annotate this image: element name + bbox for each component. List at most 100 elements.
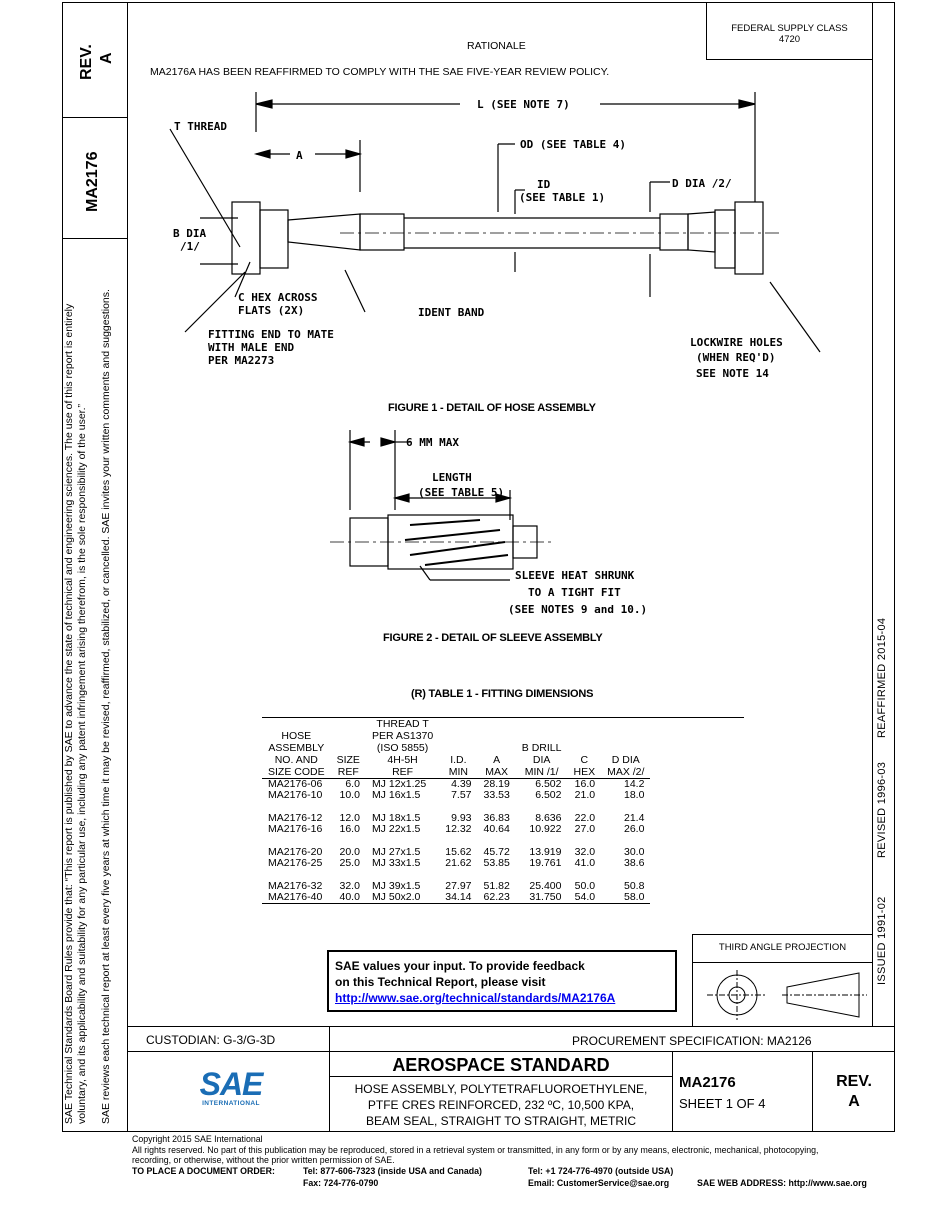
t-thread-label: T THREAD <box>174 120 227 133</box>
c-hex-label: C HEX ACROSS <box>238 291 318 304</box>
table-cell: 21.4 <box>624 812 645 824</box>
fitting-end-label-1: FITTING END TO MATE <box>208 328 334 341</box>
procurement-spec: PROCUREMENT SPECIFICATION: MA2126 <box>572 1034 812 1048</box>
table-cell: MJ 22x1.5 <box>371 823 421 835</box>
b-dia-label: B DIA <box>173 227 207 240</box>
table-cell: MJ 12x1.25 <box>371 778 427 790</box>
table-cell: 53.85 <box>483 857 510 869</box>
length-table-label: (SEE TABLE 5) <box>418 486 505 499</box>
divider <box>672 1051 673 1132</box>
title-block-top <box>127 1026 895 1027</box>
table-header-cell: I.D.MIN <box>439 718 478 779</box>
title-rev-label: REV. <box>836 1073 872 1090</box>
table-cell: 16.0 <box>339 823 360 835</box>
left-rev-label: REV. <box>78 44 95 80</box>
table-cell: MJ 33x1.5 <box>371 857 421 869</box>
feedback-box: SAE values your input. To provide feedba… <box>327 950 677 1012</box>
email[interactable]: Email: CustomerService@sae.org <box>528 1178 670 1188</box>
table-cell: 16.0 <box>574 778 596 790</box>
fitting-end-label-3: PER MA2273 <box>208 354 275 367</box>
order-label: TO PLACE A DOCUMENT ORDER: <box>132 1166 275 1176</box>
custodian: CUSTODIAN: G-3/G-3D <box>146 1033 276 1047</box>
table-cell: 27.97 <box>445 880 472 892</box>
header-line: HOSE <box>281 730 312 742</box>
header-line: THREAD T <box>376 718 429 730</box>
page-frame <box>127 2 895 1132</box>
table-cell: MJ 50x2.0 <box>365 892 440 904</box>
table-cell: 18.0 <box>624 789 645 801</box>
table-cell: 31.750 <box>515 892 568 904</box>
projection-box: THIRD ANGLE PROJECTION <box>692 934 873 1027</box>
table-cell: 21.0 <box>574 789 596 801</box>
issued-date: ISSUED 1991-02 <box>876 896 888 985</box>
table-cell: 62.23 <box>477 892 516 904</box>
table-cell: 38.6 <box>624 857 645 869</box>
header-line: REF <box>337 766 359 778</box>
fitting-end-label-2: WITH MALE END <box>208 341 295 354</box>
table-cell: MA2176-06 <box>268 778 323 790</box>
title-rev: REV. A <box>813 1072 895 1112</box>
table-cell: 51.82 <box>483 880 510 892</box>
hose-assembly-drawing <box>169 92 821 353</box>
tel-us: Tel: 877-606-7323 (inside USA and Canada… <box>303 1166 482 1176</box>
table-cell: 20.0 <box>339 846 360 858</box>
web-address[interactable]: SAE WEB ADDRESS: http://www.sae.org <box>697 1178 867 1188</box>
header-line: HEX <box>573 766 596 778</box>
sleeve-label-2: TO A TIGHT FIT <box>528 586 621 599</box>
feedback-link[interactable]: http://www.sae.org/technical/standards/M… <box>335 991 616 1005</box>
projection-label: THIRD ANGLE PROJECTION <box>718 942 847 953</box>
table-cell: 8.636 <box>535 812 562 824</box>
header-line: DIA <box>532 754 551 766</box>
table-cell: MJ 27x1.5 <box>371 846 421 858</box>
title-doc-number: MA2176 <box>679 1074 736 1091</box>
header-line: SIZE <box>336 754 360 766</box>
od-label: OD (SEE TABLE 4) <box>520 138 626 151</box>
table-cell: 15.62 <box>445 846 472 858</box>
title-rev-letter: A <box>848 1093 860 1110</box>
table-cell: 19.761 <box>529 857 562 869</box>
header-line: NO. AND <box>274 754 318 766</box>
lockwire-label-1: LOCKWIRE HOLES <box>690 336 783 349</box>
aerospace-standard-title: AEROSPACE STANDARD <box>392 1055 610 1075</box>
table-cell: MA2176-40 <box>262 892 331 904</box>
divider <box>329 1026 330 1132</box>
sae-rules-note-1: SAE Technical Standards Board Rules prov… <box>63 303 75 1124</box>
fsc-label: FEDERAL SUPPLY CLASS <box>731 23 848 34</box>
divider <box>329 1076 673 1077</box>
header-line: MIN <box>448 766 468 778</box>
table-cell: 50.0 <box>574 880 596 892</box>
copyright: Copyright 2015 SAE International <box>132 1134 263 1144</box>
feedback-line-1: SAE values your input. To provide feedba… <box>335 959 585 973</box>
left-doc-number: MA2176 <box>84 151 101 212</box>
table-cell: 6.0 <box>345 778 360 790</box>
header-line: B DRILL <box>521 742 562 754</box>
header-line: PER AS1370 <box>371 730 434 742</box>
table-cell: MA2176-16 <box>268 823 323 835</box>
sleeve-assembly-drawing <box>330 430 555 581</box>
table-cell: 22.0 <box>574 812 596 824</box>
header-line: D DIA <box>611 754 640 766</box>
table-cell: MA2176-25 <box>268 857 323 869</box>
table-cell: 10.0 <box>339 789 360 801</box>
footer: Copyright 2015 SAE International All rig… <box>132 1134 818 1166</box>
table-top-rule <box>262 717 744 718</box>
table-cell: 21.62 <box>445 857 472 869</box>
table-cell: 34.14 <box>439 892 478 904</box>
table-cell: 50.8 <box>624 880 645 892</box>
table-cell: 26.0 <box>624 823 645 835</box>
table-cell: 40.0 <box>330 892 366 904</box>
sheet-number: SHEET 1 OF 4 <box>679 1096 766 1111</box>
table-cell: 13.919 <box>529 846 562 858</box>
header-line: REF <box>392 766 414 778</box>
sae-rules-note-2: voluntary, and its applicability and sui… <box>76 403 88 1124</box>
header-line: MIN /1/ <box>524 766 559 778</box>
table-cell: 25.0 <box>339 857 360 869</box>
